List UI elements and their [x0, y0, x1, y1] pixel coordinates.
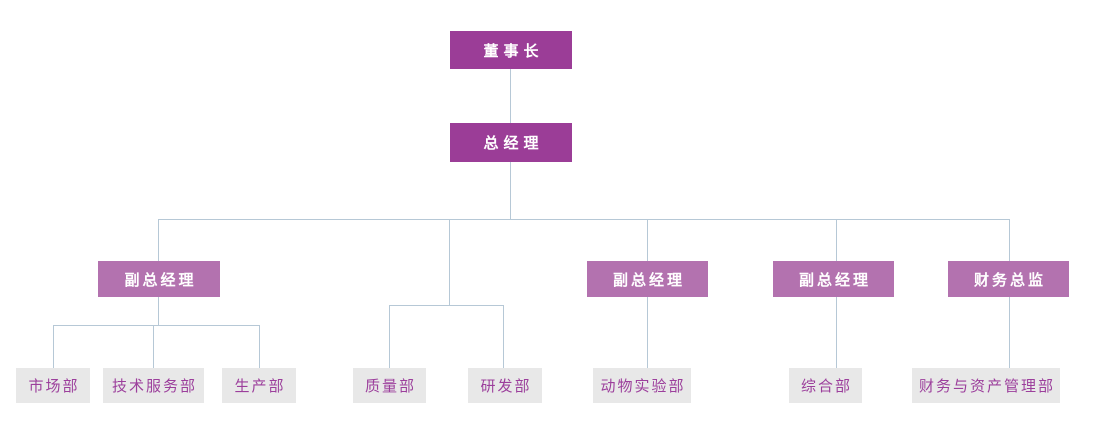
- connector-bus-deputy3: [836, 219, 837, 261]
- connector-deputy3-general-affairs: [836, 297, 837, 368]
- connector-deputy1-bus: [158, 297, 159, 325]
- connector-finance-director-finance-asset: [1009, 297, 1010, 368]
- node-production-dept: 生产部: [222, 368, 296, 403]
- node-deputy-gm-2: 副总经理: [587, 261, 708, 297]
- connector-bus-deputy1: [158, 219, 159, 261]
- connector-bus-marketing: [53, 325, 54, 368]
- node-marketing-dept: 市场部: [16, 368, 90, 403]
- node-finance-director: 财务总监: [948, 261, 1069, 297]
- connector-gm-bus: [510, 162, 511, 219]
- connector-bus-finance-director: [1009, 219, 1010, 261]
- connector-bus-production: [259, 325, 260, 368]
- node-deputy-gm-3: 副总经理: [773, 261, 894, 297]
- connector-chairman-gm: [510, 69, 511, 123]
- node-general-affairs-dept: 综合部: [789, 368, 862, 403]
- node-chairman: 董事长: [450, 31, 572, 69]
- node-deputy-gm-1: 副总经理: [98, 261, 220, 297]
- connector-split-quality: [389, 305, 390, 368]
- connector-bus-split: [449, 219, 450, 305]
- node-quality-dept: 质量部: [353, 368, 426, 403]
- connector-bus-deputy2: [647, 219, 648, 261]
- connector-deputy2-animal-lab: [647, 297, 648, 368]
- node-general-manager: 总经理: [450, 123, 572, 162]
- connector-bus-tech-service: [153, 325, 154, 368]
- connector-split-rd: [503, 305, 504, 368]
- node-tech-service-dept: 技术服务部: [103, 368, 204, 403]
- connector-split-bus: [389, 305, 504, 306]
- connector-deputy1-children-bus: [53, 325, 259, 326]
- node-animal-lab-dept: 动物实验部: [593, 368, 691, 403]
- node-finance-asset-dept: 财务与资产管理部: [912, 368, 1060, 403]
- connector-main-bus: [158, 219, 1010, 220]
- node-rd-dept: 研发部: [468, 368, 542, 403]
